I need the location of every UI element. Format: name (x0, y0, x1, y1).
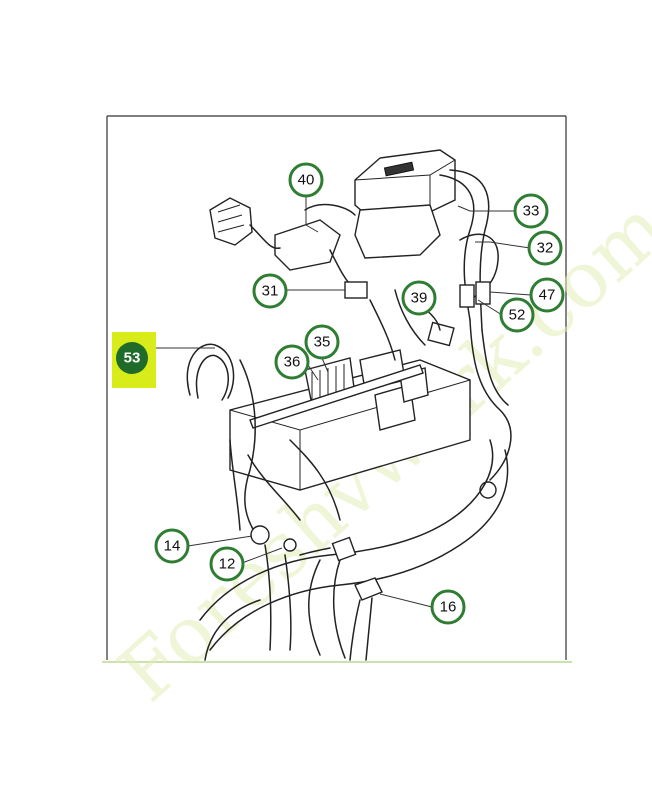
callout-31: 31 (252, 273, 288, 309)
svg-text:52: 52 (509, 307, 526, 324)
callout-32: 32 (527, 230, 563, 266)
callout-40: 40 (288, 162, 324, 198)
callout-14: 14 (154, 528, 190, 564)
svg-text:40: 40 (298, 172, 315, 189)
svg-text:35: 35 (314, 334, 331, 351)
svg-text:12: 12 (219, 556, 236, 573)
callout-52: 52 (499, 297, 535, 333)
svg-text:14: 14 (164, 538, 181, 555)
svg-text:31: 31 (262, 283, 279, 300)
svg-text:39: 39 (411, 290, 428, 307)
svg-text:36: 36 (284, 354, 301, 371)
callout-35: 35 (304, 324, 340, 360)
callout-12: 12 (209, 546, 245, 582)
callout-39: 39 (401, 280, 437, 316)
callout-16: 16 (430, 589, 466, 625)
leader-lines (148, 195, 532, 608)
svg-text:33: 33 (523, 203, 540, 220)
svg-text:32: 32 (537, 240, 554, 257)
diagram-frame (102, 115, 572, 663)
wiring-harness-drawing (186, 149, 512, 661)
svg-text:47: 47 (539, 287, 556, 304)
svg-text:16: 16 (440, 599, 457, 616)
callout-36: 36 (274, 344, 310, 380)
svg-text:53: 53 (124, 350, 141, 367)
callout-33: 33 (513, 193, 549, 229)
callout-53-highlighted: 53 (112, 332, 156, 388)
callout-47: 47 (529, 277, 565, 313)
